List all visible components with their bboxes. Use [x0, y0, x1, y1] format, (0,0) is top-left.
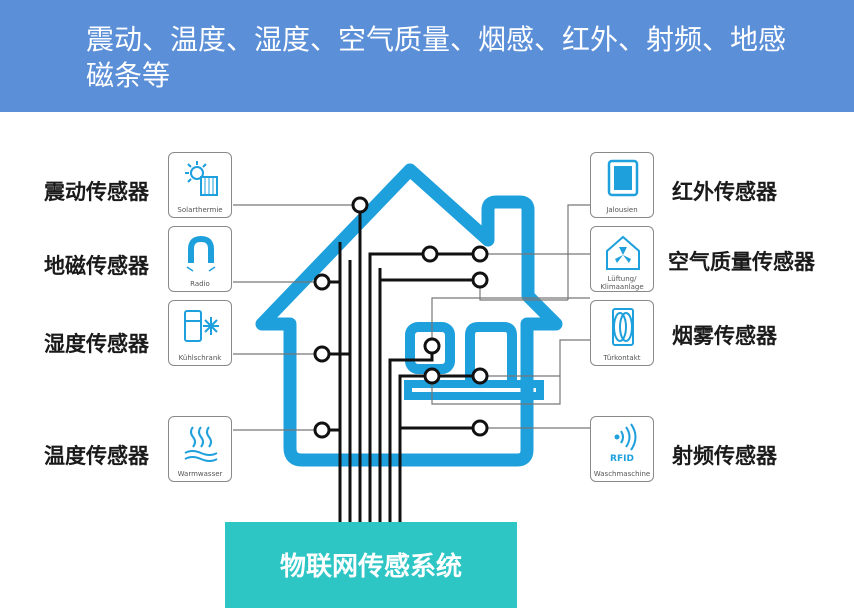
- window-square-2: [465, 322, 517, 380]
- card-caption: Kühlschrank: [178, 354, 222, 362]
- label-magnetic-sensor: 地磁传感器: [44, 254, 149, 278]
- node-infrared: [421, 245, 439, 263]
- house-floor-line: [404, 380, 544, 400]
- iot-system-box: 物联网传感系统: [225, 522, 517, 608]
- card-rfid-sensor: RFID Waschmaschine: [590, 416, 654, 482]
- card-air-quality-sensor: Lüftung/ Klimaanlage: [590, 226, 654, 292]
- label-rfid-sensor: 射频传感器: [672, 444, 777, 468]
- node-humidity: [313, 345, 331, 363]
- house-outline: [255, 163, 563, 467]
- banner-title: 震动、温度、湿度、空气质量、烟感、红外、射频、地感磁条等: [86, 23, 787, 92]
- card-vibration-sensor: Solarthermie: [168, 152, 232, 218]
- fridge-snowflake-icon: [184, 310, 219, 342]
- card-caption: Radio: [190, 280, 210, 288]
- node-temperature: [313, 421, 331, 439]
- card-smoke-sensor: Türkontakt: [590, 300, 654, 366]
- label-smoke-sensor: 烟雾传感器: [672, 324, 777, 348]
- card-caption: Waschmaschine: [593, 470, 651, 478]
- card-caption: Jalousien: [606, 206, 638, 214]
- card-temperature-sensor: Warmwasser: [168, 416, 232, 482]
- rfid-badge: RFID: [610, 454, 634, 464]
- label-vibration-sensor: 震动传感器: [44, 180, 149, 204]
- fan-icon: [606, 235, 640, 270]
- magnet-icon: [186, 235, 216, 272]
- card-infrared-sensor: Jalousien: [590, 152, 654, 218]
- node-vibration: [351, 196, 369, 214]
- card-caption: Solarthermie: [177, 206, 223, 214]
- window-blinds-icon: [607, 159, 639, 197]
- node-smoke-b: [423, 367, 441, 385]
- label-humidity-sensor: 湿度传感器: [44, 332, 149, 356]
- node-air-quality-b: [471, 271, 489, 289]
- header-banner: 震动、温度、湿度、空气质量、烟感、红外、射频、地感磁条等: [0, 0, 854, 112]
- card-caption: Warmwasser: [177, 470, 223, 478]
- rfid-icon: [614, 423, 637, 451]
- node-smoke: [423, 337, 441, 355]
- node-rfid: [471, 419, 489, 437]
- card-humidity-sensor: Kühlschrank: [168, 300, 232, 366]
- iot-system-title: 物联网传感系统: [279, 552, 462, 582]
- label-temperature-sensor: 温度传感器: [44, 444, 149, 468]
- card-caption: Türkontakt: [603, 354, 641, 362]
- heat-waves-icon: [184, 426, 218, 462]
- node-magnetic: [313, 273, 331, 291]
- label-infrared-sensor: 红外传感器: [672, 180, 777, 204]
- label-air-quality-sensor: 空气质量传感器: [668, 250, 815, 274]
- node-air-quality-a: [471, 245, 489, 263]
- node-smoke-c: [471, 367, 489, 385]
- card-caption: Lüftung/ Klimaanlage: [600, 275, 644, 291]
- sun-panel-icon: [185, 161, 218, 196]
- card-magnetic-sensor: Radio: [168, 226, 232, 292]
- door-contact-icon: [612, 308, 634, 346]
